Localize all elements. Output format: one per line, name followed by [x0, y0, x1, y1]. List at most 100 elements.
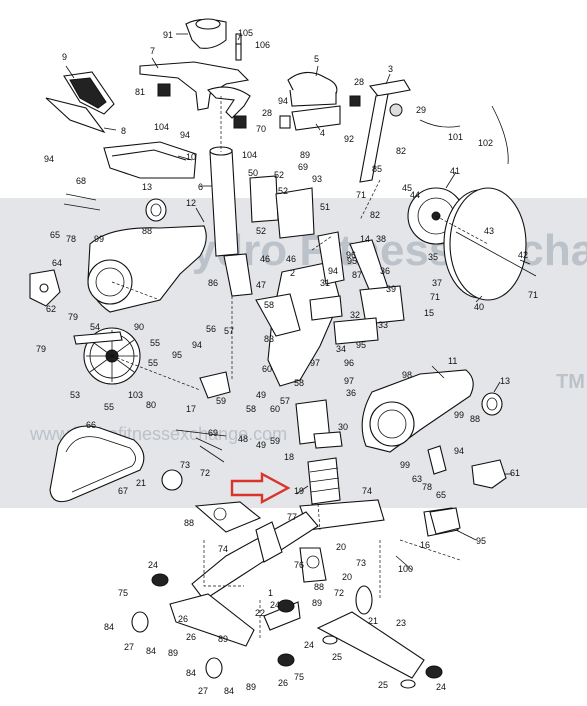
label-88c: 88: [184, 518, 194, 528]
label-70: 70: [256, 124, 266, 134]
label-15: 15: [424, 308, 434, 318]
label-59b: 59: [270, 436, 280, 446]
label-32: 32: [350, 310, 360, 320]
label-71b: 71: [528, 290, 538, 300]
label-82: 82: [396, 146, 406, 156]
label-89e: 89: [246, 682, 256, 692]
label-94d: 94: [328, 266, 338, 276]
label-24: 24: [148, 560, 158, 570]
label-36: 36: [380, 266, 390, 276]
label-49b: 49: [256, 440, 266, 450]
label-94c: 94: [44, 154, 54, 164]
label-54: 54: [90, 322, 100, 332]
part-1-base-frame: [169, 511, 319, 647]
label-105: 105: [238, 28, 253, 38]
label-47: 47: [256, 280, 266, 290]
label-72: 72: [200, 468, 210, 478]
label-103: 103: [128, 390, 143, 400]
label-69: 69: [298, 162, 308, 172]
label-89: 89: [300, 150, 310, 160]
label-77: 77: [287, 512, 297, 522]
label-78b: 78: [422, 482, 432, 492]
label-24d: 24: [436, 682, 446, 692]
part-16-pivot: [429, 507, 461, 535]
label-101: 101: [448, 132, 463, 142]
part-66-drive-belt: [49, 425, 183, 503]
label-55b: 55: [148, 358, 158, 368]
label-74b: 74: [218, 544, 228, 554]
label-28b: 28: [262, 108, 272, 118]
label-28: 28: [354, 77, 364, 87]
label-51: 51: [320, 202, 330, 212]
label-30: 30: [338, 422, 348, 432]
part-50-control-board: [249, 175, 315, 239]
label-17: 17: [186, 404, 196, 414]
label-79: 79: [68, 312, 78, 322]
label-44: 44: [410, 190, 420, 200]
label-84c: 84: [186, 668, 196, 678]
label-94: 94: [278, 96, 288, 106]
label-13b: 13: [500, 376, 510, 386]
part-13-bearing-cap: [145, 198, 503, 416]
label-61: 61: [510, 468, 520, 478]
label-62: 62: [46, 304, 56, 314]
label-89c: 89: [218, 634, 228, 644]
label-14: 14: [360, 234, 370, 244]
label-75b: 75: [294, 672, 304, 682]
label-27: 27: [124, 642, 134, 652]
label-98: 98: [402, 370, 412, 380]
label-19: 19: [294, 486, 304, 496]
label-52c: 52: [256, 226, 266, 236]
label-33: 33: [378, 320, 388, 330]
label-69b: 69: [208, 428, 218, 438]
label-25b: 25: [378, 680, 388, 690]
label-65b: 65: [436, 490, 446, 500]
label-3: 3: [388, 64, 393, 74]
label-35: 35: [428, 252, 438, 262]
label-6: 6: [198, 182, 203, 192]
part-2-main-frame: [255, 231, 345, 387]
label-48: 48: [238, 434, 248, 444]
label-82b: 82: [370, 210, 380, 220]
label-74: 74: [362, 486, 372, 496]
label-68: 68: [76, 176, 86, 186]
watermark-trademark: TM: [556, 371, 585, 393]
label-40: 40: [474, 302, 484, 312]
label-22: 22: [255, 608, 265, 618]
label-60b: 60: [270, 404, 280, 414]
part-68-wire-harness: [63, 193, 227, 463]
leader-lines: [65, 33, 531, 571]
label-55c: 55: [104, 402, 114, 412]
label-86: 86: [208, 278, 218, 288]
label-75: 75: [118, 588, 128, 598]
label-20b: 20: [342, 572, 352, 582]
label-60: 60: [262, 364, 272, 374]
label-99: 99: [94, 234, 104, 244]
part-17-bracket: [199, 295, 343, 449]
label-52b: 52: [278, 186, 288, 196]
label-73b: 73: [356, 558, 366, 568]
label-94b: 94: [180, 130, 190, 140]
label-84: 84: [104, 622, 114, 632]
label-67: 67: [118, 486, 128, 496]
label-97: 97: [310, 358, 320, 368]
label-73: 73: [180, 460, 190, 470]
part-19-resistance-motor: [307, 457, 341, 505]
label-93: 93: [312, 174, 322, 184]
label-97b: 97: [344, 376, 354, 386]
label-71c: 71: [430, 292, 440, 302]
label-45: 45: [402, 183, 412, 193]
label-18: 18: [284, 452, 294, 462]
label-83: 83: [264, 334, 274, 344]
label-92: 92: [344, 134, 354, 144]
label-23: 23: [396, 618, 406, 628]
label-57b: 57: [280, 396, 290, 406]
label-5: 5: [314, 54, 319, 64]
label-24b: 24: [270, 600, 280, 610]
label-49: 49: [256, 390, 266, 400]
label-43: 43: [484, 226, 494, 236]
label-58: 58: [264, 300, 274, 310]
label-21b: 21: [368, 616, 378, 626]
label-85: 85: [372, 164, 382, 174]
